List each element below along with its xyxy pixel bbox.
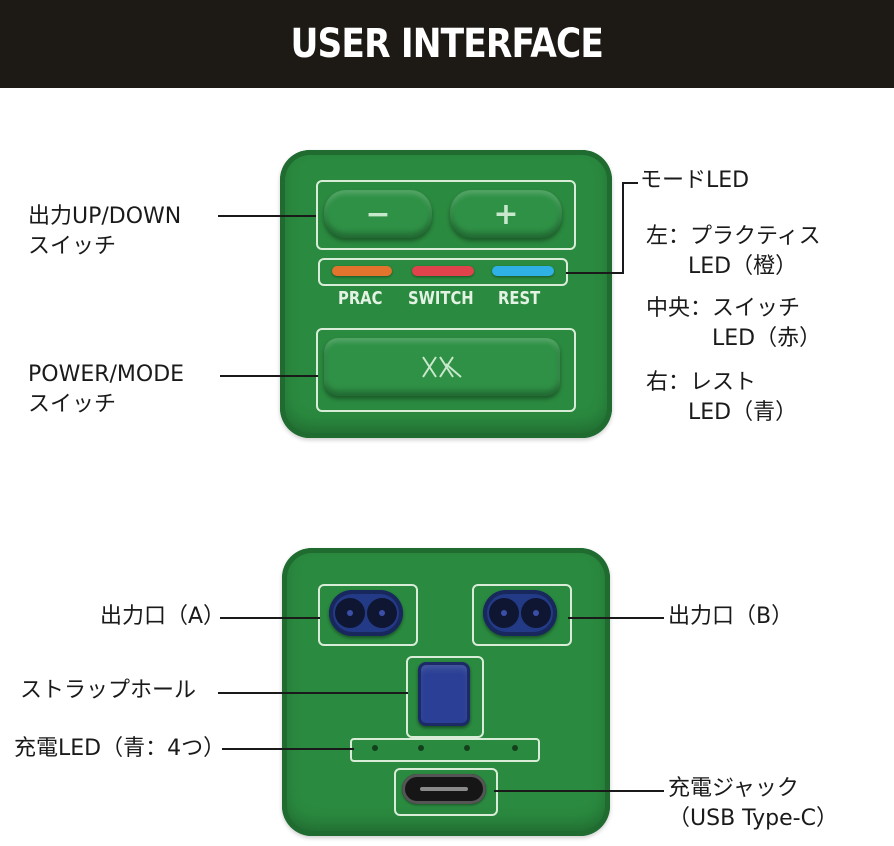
power-mode-button[interactable]: [324, 338, 560, 396]
minus-button[interactable]: −: [324, 190, 432, 238]
updown-leader: [218, 215, 316, 217]
outlet-b-callout: 出力口（B）: [668, 604, 794, 629]
charge-jack-leader: [494, 790, 664, 792]
charge-led-callout: 充電LED（青：4つ）: [14, 736, 226, 761]
led-rest: [492, 266, 554, 276]
led-rest-label: REST: [498, 288, 541, 309]
mode-led-leader-h2: [622, 182, 638, 184]
plus-button[interactable]: +: [450, 190, 562, 238]
strap-hole[interactable]: [418, 662, 470, 726]
strap-hole-leader: [218, 692, 408, 694]
charge-jack-callout: 充電ジャック （USB Type-C）: [668, 776, 838, 831]
left-led-callout: 左：プラクティス LED（橙）: [646, 224, 821, 279]
device-top: − + PRAC SWITCH REST: [280, 150, 612, 438]
led-switch: [412, 266, 474, 276]
header-bar: USER INTERFACE: [0, 0, 894, 88]
strap-hole-callout: ストラップホール: [20, 678, 197, 703]
outlet-a[interactable]: [329, 590, 403, 636]
strap-frame: [406, 656, 484, 738]
charge-led-1: [372, 745, 378, 751]
right-led-callout: 右：レスト LED（青）: [646, 370, 798, 425]
outlet-a-callout: 出力口（A）: [100, 604, 226, 629]
led-prac-label: PRAC: [338, 288, 383, 309]
charge-led-frame: [350, 738, 540, 762]
updown-frame: [316, 180, 576, 250]
charge-led-3: [464, 745, 470, 751]
power-leader: [220, 375, 318, 377]
outlet-b[interactable]: [483, 590, 557, 636]
outlet-b-leader: [568, 617, 664, 619]
led-prac: [332, 266, 392, 276]
outlet-b-frame: [472, 584, 572, 646]
mode-led-callout: モードLED: [640, 168, 750, 193]
power-frame: [316, 328, 576, 412]
mode-led-leader-v: [622, 182, 624, 274]
power-callout: POWER/MODE スイッチ: [28, 362, 185, 417]
usbc-frame: [394, 768, 498, 816]
xx-logo-icon: [422, 356, 462, 378]
minus-label: −: [365, 196, 391, 232]
charge-led-2: [418, 745, 424, 751]
usb-c-port[interactable]: [402, 774, 486, 804]
outlet-a-frame: [318, 584, 418, 646]
page-title: USER INTERFACE: [290, 21, 604, 67]
outlet-a-leader: [220, 617, 320, 619]
charge-led-4: [512, 745, 518, 751]
plus-label: +: [493, 196, 519, 232]
center-led-callout: 中央：スイッチ LED（赤）: [646, 296, 822, 351]
charge-led-leader: [222, 748, 354, 750]
led-switch-label: SWITCH: [408, 288, 474, 309]
updown-callout: 出力UP/DOWN スイッチ: [28, 204, 182, 259]
mode-led-leader-h1: [566, 272, 624, 274]
